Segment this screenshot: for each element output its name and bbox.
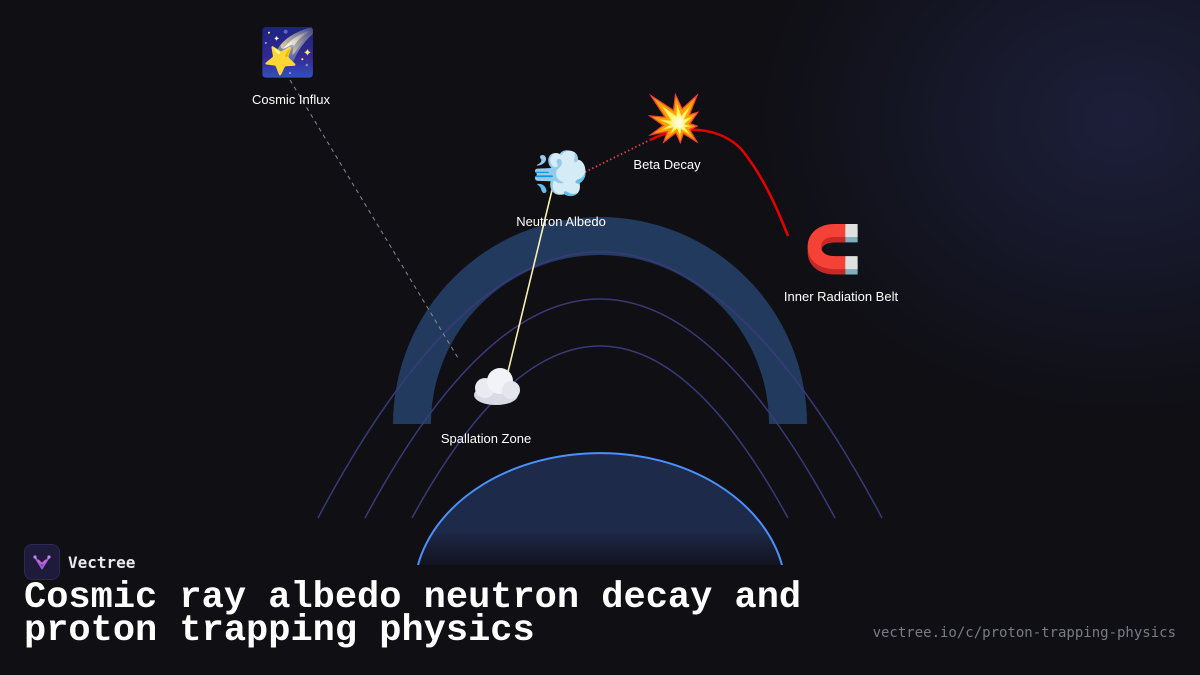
node-label-inner-radiation-belt: Inner Radiation Belt [783,289,899,304]
field-line-outer [317,251,883,519]
field-line-middle [364,298,836,519]
page-title: Cosmic ray albedo neutron decay and prot… [24,577,802,652]
earth-dome [418,453,782,565]
node-label-beta-decay: Beta Decay [633,157,701,172]
radiation-belt-band [393,217,807,424]
magnet-icon: 🧲 [804,222,862,276]
page-url[interactable]: vectree.io/c/proton-trapping-physics [872,625,1176,641]
shooting-star-icon: 🌠 [259,25,317,79]
edge-cosmic-to-spallation [289,79,459,359]
brand[interactable]: Vectree [24,544,135,580]
edge-neutron-to-decay [584,139,651,173]
node-label-spallation-zone: Spallation Zone [440,431,532,446]
vectree-logo-icon [24,544,60,580]
node-label-cosmic-influx: Cosmic Influx [251,92,331,107]
field-line-inner [411,345,789,519]
earth-edge [417,452,783,566]
field-lines [317,251,883,519]
node-label-neutron-albedo: Neutron Albedo [516,214,606,229]
edge-spallation-to-neutron [505,185,554,381]
edge-decay-to-belt [649,128,790,237]
brand-name: Vectree [68,552,136,572]
collision-icon: 💥 [645,91,703,145]
cloud-icon [474,368,520,405]
dash-wind-icon: 💨 [532,146,590,200]
